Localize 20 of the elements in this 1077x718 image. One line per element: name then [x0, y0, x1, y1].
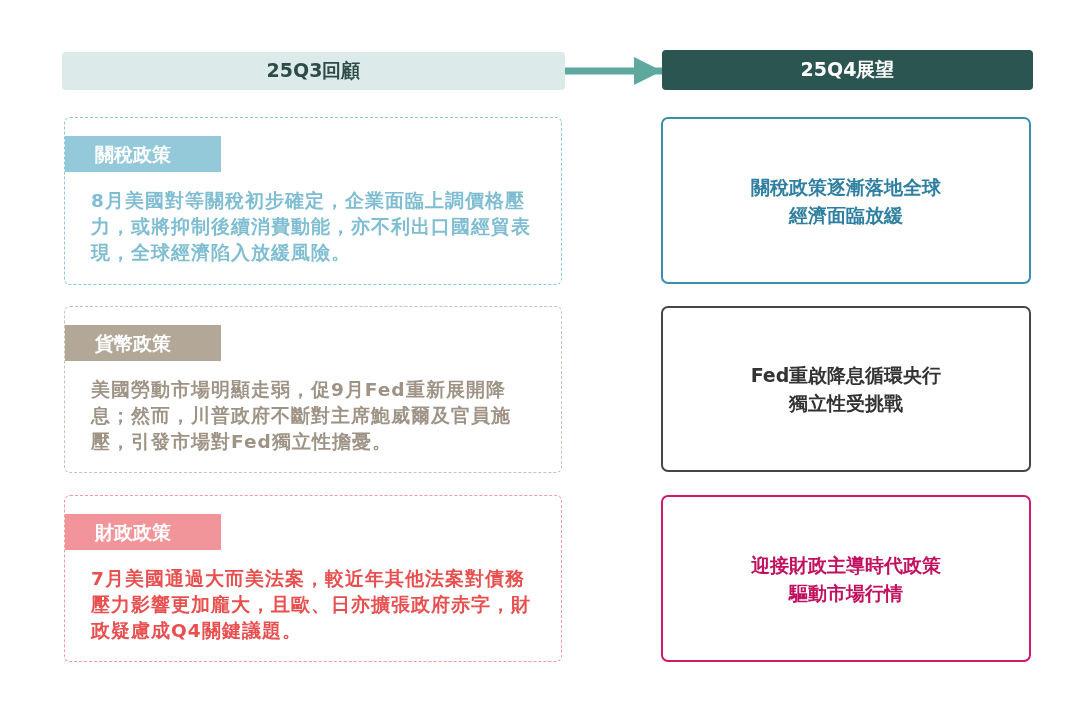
outlook-text: Fed重啟降息循環央行獨立性受挑戰 [749, 363, 943, 416]
outlook-text: 迎接財政主導時代政策驅動市場行情 [750, 552, 942, 606]
outlook-text: 關稅政策逐漸落地全球經濟面臨放緩 [750, 174, 942, 228]
category-tag: 關稅政策 [65, 136, 221, 172]
arrow [565, 57, 662, 85]
header-text: 25Q4展望 [800, 57, 895, 82]
category-tag: 財政政策 [65, 514, 221, 550]
category-tag: 貨幣政策 [65, 325, 221, 361]
body-text: 美國勞動市場明顯走弱，促9月Fed重新展開降息；然而，川普政府不斷對主席鮑威爾及官員施壓，引發市場對Fed獨立性擔憂。 [91, 378, 512, 454]
dashed-card [64, 495, 562, 662]
header-bar [62, 52, 565, 90]
outlook-card [661, 495, 1031, 662]
dashed-card [64, 306, 562, 473]
header-text: 25Q3回顧 [266, 58, 361, 83]
dashed-card [64, 117, 562, 285]
outlook-card [661, 306, 1031, 472]
body-text: 8月美國對等關稅初步確定，企業面臨上調價格壓力，或將抑制後續消費動能，亦不利出口國經貿表現，全球經濟陷入放緩風險。 [91, 189, 532, 265]
outlook-card [661, 117, 1031, 284]
body-text: 7月美國通過大而美法案，較近年其他法案對債務壓力影響更加龐大，且歐、日亦擴張政府赤字，財政疑慮成Q4關鍵議題。 [91, 567, 532, 643]
header-bar [662, 50, 1033, 90]
